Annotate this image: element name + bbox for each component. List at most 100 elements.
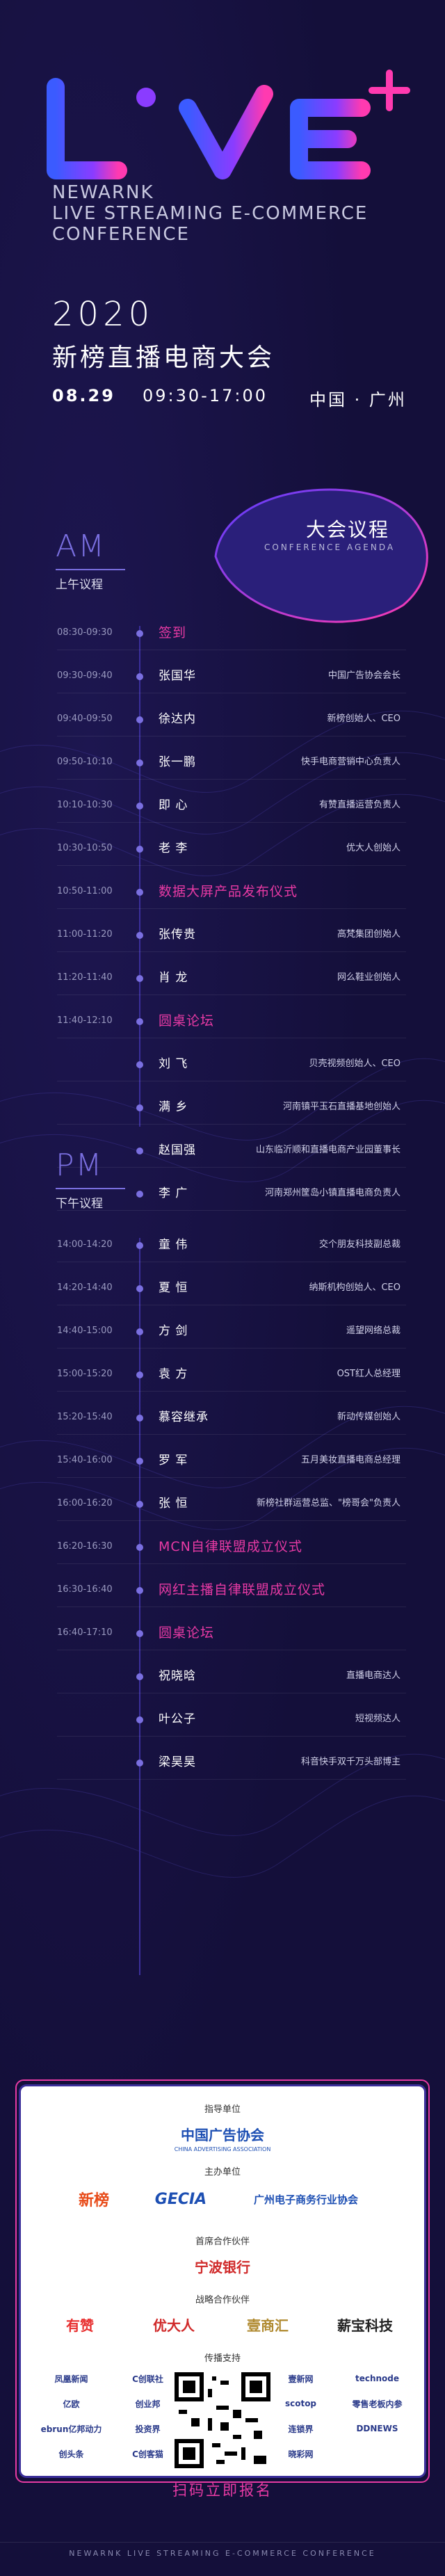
timeline-dot	[136, 1285, 143, 1292]
row-divider	[57, 865, 406, 866]
timeline-dot	[136, 1458, 143, 1465]
row-divider	[57, 1477, 406, 1478]
agenda-time: 14:00-14:20	[57, 1239, 113, 1250]
agenda-row: 刘 飞贝壳视频创始人、CEO	[0, 1057, 445, 1092]
agenda-time: 10:10-10:30	[57, 800, 113, 810]
agenda-time: 09:40-09:50	[57, 714, 113, 724]
agenda-row: 09:40-09:50 徐达内 新榜创始人、CEO	[0, 712, 445, 747]
timeline-dot	[136, 1061, 143, 1068]
media-logo: 壹新网	[288, 2374, 314, 2384]
agenda-speaker-title: 河南镇平玉石直播基地创始人	[282, 1102, 400, 1112]
agenda-time: 11:00-11:20	[57, 929, 113, 940]
timeline-dot	[136, 1415, 143, 1422]
agenda-speaker-title: 河南郑州筐岛小镇直播电商负责人	[264, 1188, 400, 1198]
media-logo: DDNEWS	[356, 2424, 398, 2433]
agenda-time: 16:30-16:40	[57, 1584, 113, 1595]
timeline-dot	[136, 1328, 143, 1335]
agenda-row: 叶公子短视频达人	[0, 1712, 445, 1747]
first-partner-logo: 宁波银行	[153, 2252, 292, 2280]
agenda-time: 15:00-15:20	[57, 1369, 113, 1379]
media-logo: 凤凰新闻	[54, 2374, 88, 2384]
row-divider	[57, 822, 406, 823]
hero-english-title: NEWARNK LIVE STREAMING E-COMMERCE CONFER…	[52, 182, 369, 245]
agenda-speaker: 方 剑	[159, 1324, 188, 1338]
agenda-speaker-title: OST红人总经理	[337, 1369, 400, 1379]
timeline-dot	[136, 1716, 143, 1723]
timeline-dot	[136, 889, 143, 896]
agenda-speaker-title: 直播电商达人	[346, 1671, 400, 1681]
strategic-logo-yishanghui: 壹商汇	[222, 2309, 313, 2340]
strategic-label: 战略合作伙伴	[195, 2295, 250, 2305]
strategic-name-youzan: 有赞	[66, 2317, 94, 2334]
media-logo: 亿欧	[63, 2399, 80, 2409]
timeline-dot	[136, 803, 143, 810]
row-divider	[57, 1210, 406, 1211]
agenda-speaker-title: 新榜创始人、CEO	[327, 714, 400, 724]
strategic-name-youdaren: 优大人	[153, 2317, 195, 2334]
media-logo: 连锁界	[288, 2424, 314, 2434]
agenda-speaker-title: 快手电商营销中心负责人	[300, 757, 400, 767]
timeline-dot	[136, 1148, 143, 1154]
agenda-speaker-title: 交个朋友科技副总裁	[318, 1239, 400, 1250]
timeline-dot	[136, 630, 143, 637]
media-logo: 创头条	[58, 2449, 84, 2459]
agenda-speaker: 慕容继承	[159, 1410, 209, 1424]
sponsor-card-frame	[15, 2079, 430, 2483]
agenda-time: 16:20-16:30	[57, 1541, 113, 1552]
row-divider	[57, 1736, 406, 1737]
timeline-dot	[136, 759, 143, 766]
pm-divider	[56, 1188, 125, 1189]
row-divider	[57, 1563, 406, 1564]
agenda-speaker-title: 科音快手双千万头部博主	[300, 1757, 400, 1767]
host-logo-gecia: GECIA	[146, 2184, 216, 2214]
agenda-time: 15:20-15:40	[57, 1412, 113, 1422]
host-name-newrank: 新榜	[78, 2192, 109, 2209]
timeline-dot	[136, 846, 143, 853]
agenda-row: 赵国强山东临沂顺和直播电商产业园董事长	[0, 1143, 445, 1178]
strategic-name-yishanghui: 壹商汇	[247, 2317, 289, 2334]
first-partner-name: 宁波银行	[195, 2258, 250, 2276]
timeline-dot	[136, 1673, 143, 1680]
agenda-speaker: 圆桌论坛	[159, 1013, 215, 1029]
agenda-title: 大会议程	[306, 518, 390, 541]
agenda-speaker: 签到	[159, 625, 187, 641]
agenda-speaker: 张传贵	[159, 928, 196, 942]
pm-timeline-axis	[139, 1238, 140, 1975]
agenda-speaker: 满 乡	[159, 1100, 188, 1114]
agenda-row: 满 乡 河南镇平玉石直播基地创始人	[0, 1100, 445, 1135]
agenda-time: 10:50-11:00	[57, 886, 113, 896]
live-logo	[47, 70, 410, 179]
agenda-speaker: 徐达内	[159, 712, 196, 726]
agenda-speaker-title: 纳斯机构创始人、CEO	[309, 1282, 400, 1293]
row-divider	[57, 1124, 406, 1125]
register-qr-code[interactable]	[170, 2368, 275, 2472]
agenda-speaker-title: 有赞直播运营负责人	[318, 800, 400, 810]
strategic-logo-youzan: 有赞	[35, 2309, 125, 2340]
agenda-speaker: 袁 方	[159, 1367, 188, 1381]
row-divider	[57, 1520, 406, 1521]
agenda-speaker-title: 网么鞋业创始人	[337, 972, 400, 983]
row-divider	[57, 1434, 406, 1435]
agenda-row: 梁昊昊科音快手双千万头部博主	[0, 1755, 445, 1790]
guide-logo: 中国广告协会	[125, 2120, 320, 2148]
host-name-gecia: GECIA	[154, 2190, 207, 2208]
agenda-speaker: 祝晓晗	[159, 1669, 196, 1683]
agenda-speaker-title: 中国广告协会会长	[327, 670, 400, 681]
media-logo: 创业邦	[135, 2399, 161, 2409]
agenda-speaker: 张 恒	[159, 1497, 188, 1511]
agenda-time: 08:30-09:30	[57, 627, 113, 638]
agenda-speaker: 赵国强	[159, 1143, 196, 1157]
agenda-speaker: 圆桌论坛	[159, 1625, 215, 1641]
agenda-time: 09:30-09:40	[57, 670, 113, 681]
agenda-speaker: 罗 军	[159, 1454, 188, 1467]
